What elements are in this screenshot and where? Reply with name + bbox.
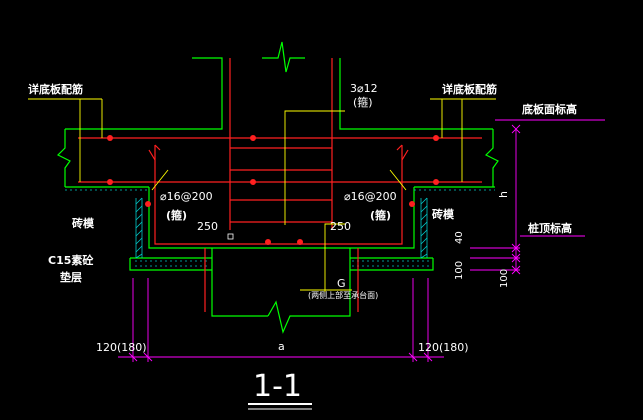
stirrup-left-note: (箍): [166, 208, 187, 222]
dim-marker: [227, 233, 234, 240]
slab-rebar-left-label: 详底板配筋: [28, 82, 83, 96]
dim-100-b: 100: [499, 269, 510, 288]
dim-100-a: 100: [454, 261, 465, 280]
dim-250-left: 250: [197, 220, 218, 233]
slab-hatch: [65, 189, 495, 267]
dim-120-left: 120(180): [96, 341, 147, 354]
rebar: [78, 58, 482, 312]
slab-rebar-right-label: 详底板配筋: [442, 82, 497, 96]
dim-h: h: [497, 191, 510, 198]
stirrup-left-label: ⌀16@200: [160, 190, 213, 203]
g-note: (两侧上部至承台面): [308, 290, 378, 300]
title-underline: [248, 403, 312, 410]
cushion-label-1: C15素砼: [48, 253, 94, 267]
dim-40: 40: [454, 231, 465, 244]
stirrup-right-label: ⌀16@200: [344, 190, 397, 203]
stirrup-right-note: (箍): [370, 208, 391, 222]
top-bars-label: 3⌀12: [350, 82, 378, 95]
brick-mould-right-label: 砖模: [432, 207, 455, 221]
brick-mould-left-label: 砖模: [72, 216, 95, 230]
dim-250-right: 250: [330, 220, 351, 233]
rebar-dots: [107, 135, 439, 245]
leaders: [28, 98, 496, 292]
dimensions: [118, 119, 605, 362]
brick-mould-right: [420, 197, 428, 259]
pile-top-elevation-label: 桩顶标高: [528, 221, 572, 235]
concrete-outline: [56, 41, 499, 334]
g-label: G: [337, 277, 346, 290]
cushion-label-2: 垫层: [60, 270, 82, 284]
slab-top-elevation-label: 底板面标高: [522, 102, 577, 116]
brick-mould-left: [135, 197, 143, 259]
top-bars-note: (箍): [353, 95, 373, 109]
dim-120-right: 120(180): [418, 341, 469, 354]
dim-a: a: [278, 340, 285, 353]
section-title: 1-1: [253, 369, 302, 404]
